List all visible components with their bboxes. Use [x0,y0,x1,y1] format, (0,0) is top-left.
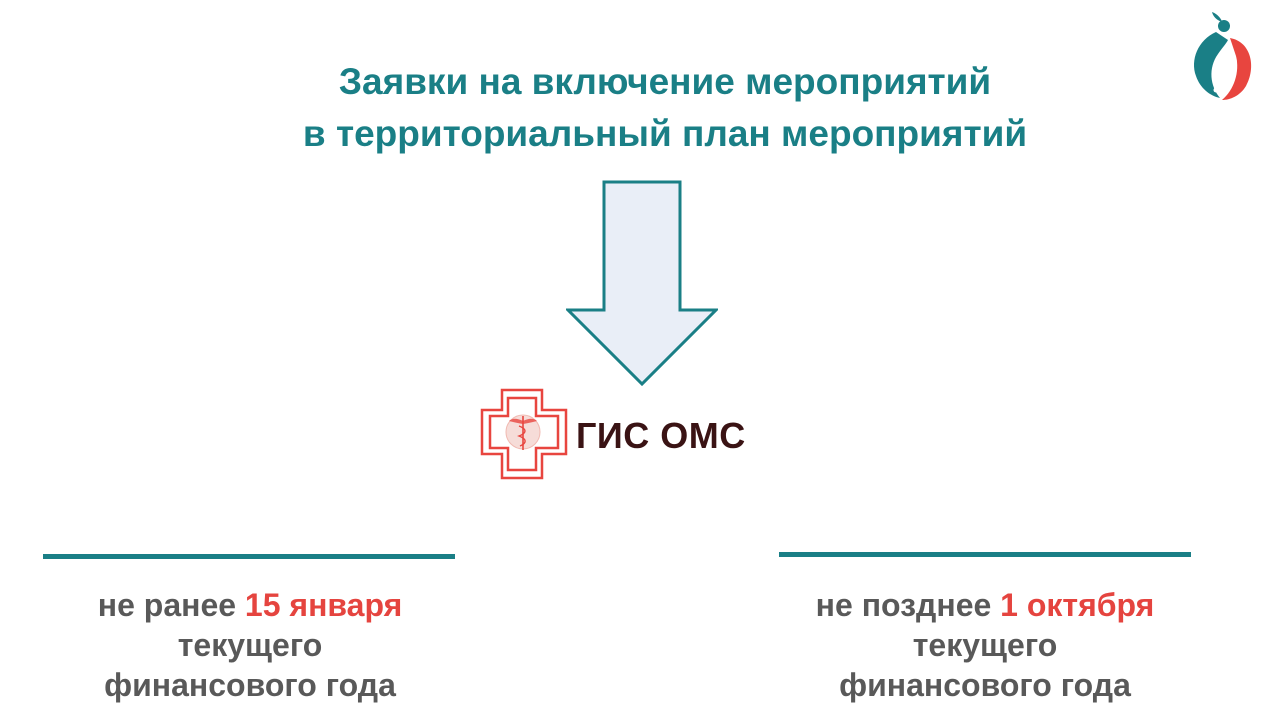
deadline-start-line-2: текущего [177,627,323,663]
deadline-start-date: 15 января [244,587,403,623]
deadline-end: не позднее 1 октября текущего финансовог… [750,585,1220,705]
page-title: Заявки на включение мероприятий в террит… [170,56,1160,160]
deadline-start-line-3: финансового года [104,667,396,703]
gis-oms-label: ГИС ОМС [576,415,746,456]
deadline-end-line-2: текущего [912,627,1058,663]
right-divider [779,552,1191,557]
deadline-start-line-1: не ранее 15 января [20,585,480,625]
deadline-start-prefix: не ранее [97,587,245,623]
medical-cross-caduceus-icon [480,388,568,480]
title-line-2: в территориальный план мероприятий [302,113,1028,154]
organization-logo-icon [1194,12,1252,100]
deadline-end-date: 1 октября [1000,587,1155,623]
left-divider [43,554,455,559]
title-line-1: Заявки на включение мероприятий [338,61,992,102]
deadline-end-prefix: не позднее [815,587,1001,623]
deadline-end-line-3: финансового года [839,667,1131,703]
deadline-end-line-1: не позднее 1 октября [750,585,1220,625]
deadline-start: не ранее 15 января текущего финансового … [20,585,480,705]
down-arrow-icon [566,180,718,386]
